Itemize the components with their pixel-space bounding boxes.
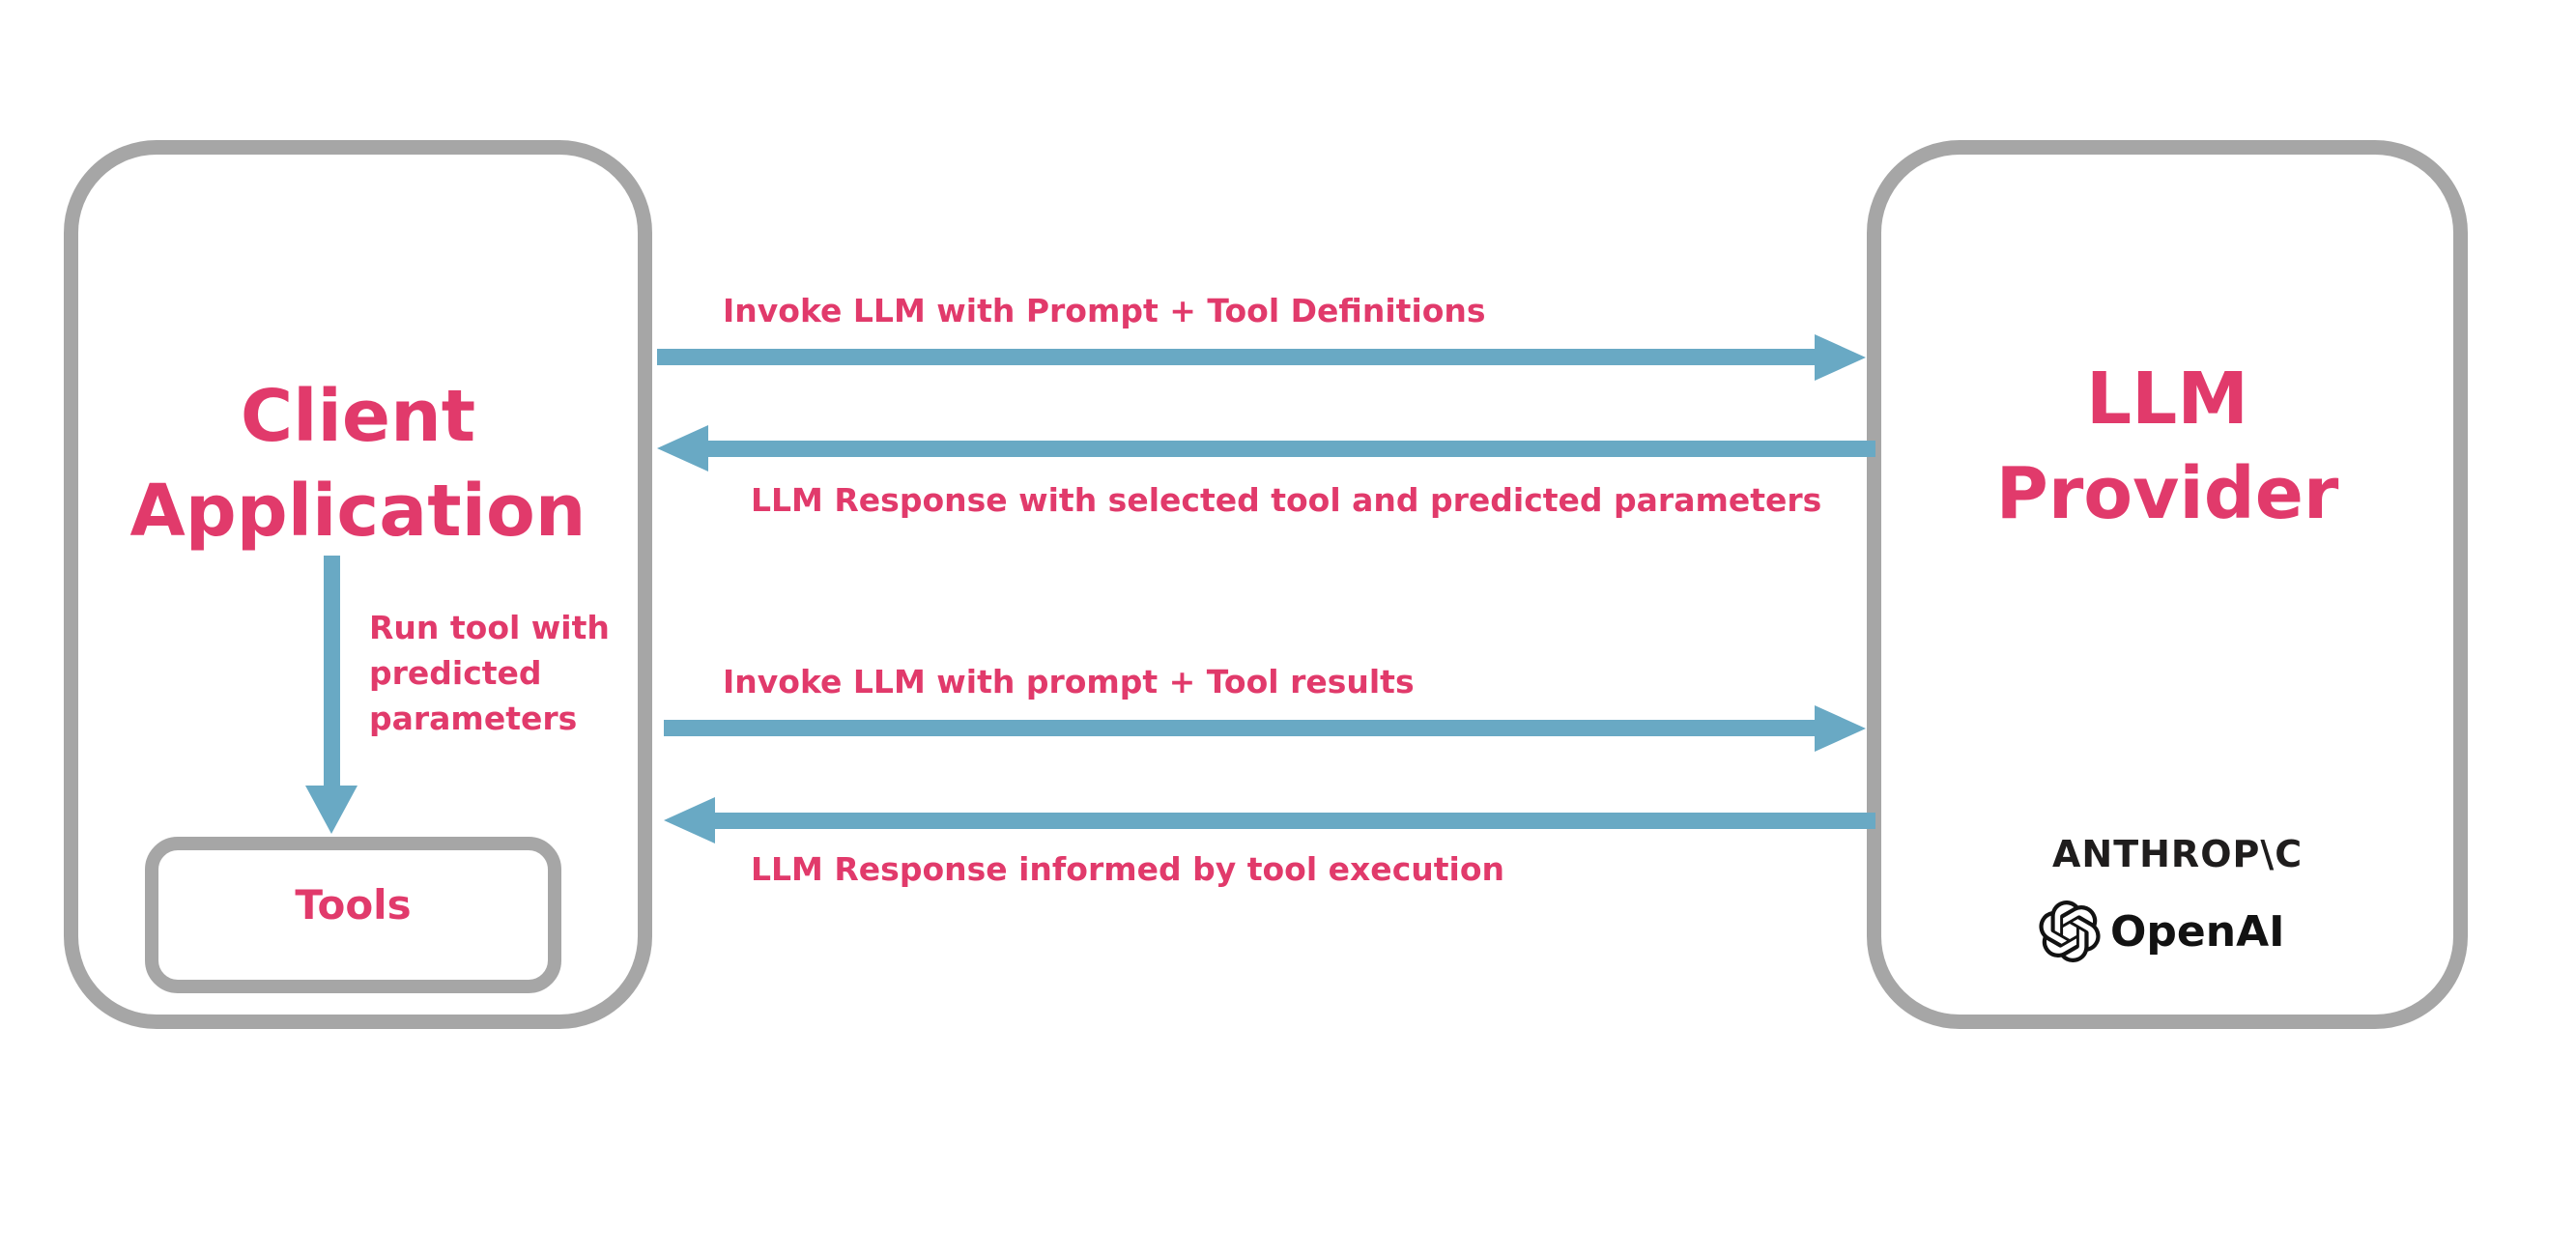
tools-box — [145, 837, 561, 993]
arrow-right-head-icon — [1815, 334, 1866, 381]
llm-provider-title: LLM Provider — [1995, 357, 2339, 535]
openai-logo-row: OpenAI — [2039, 901, 2285, 962]
anthropic-wordmark: ANTHROP\C — [2052, 833, 2304, 875]
arrow-response-informed-body — [714, 813, 1875, 829]
client-application-box — [64, 140, 652, 1029]
arrow-left-head-icon — [657, 425, 708, 472]
run-tool-label: Run tool with predicted parameters — [369, 609, 610, 737]
openai-wordmark: OpenAI — [2110, 906, 2285, 957]
arrow-left-head-icon — [664, 797, 715, 843]
arrow-label-response-informed: LLM Response informed by tool execution — [751, 850, 1504, 888]
run-tool-arrow-head-icon — [305, 786, 358, 834]
run-tool-arrow-shaft — [324, 556, 340, 787]
arrow-right-head-icon — [1815, 705, 1866, 752]
arrow-invoke-results-body — [664, 720, 1816, 736]
client-application-title: Client Application — [129, 375, 587, 553]
openai-logo-icon — [2039, 901, 2101, 962]
tools-label: Tools — [295, 881, 412, 929]
arrow-response-selected-tool-body — [707, 441, 1875, 457]
arrow-label-invoke-results: Invoke LLM with prompt + Tool results — [723, 663, 1415, 700]
arrow-label-invoke-definitions: Invoke LLM with Prompt + Tool Definition… — [723, 292, 1486, 329]
arrow-label-response-selected-tool: LLM Response with selected tool and pred… — [751, 481, 1822, 519]
arrow-invoke-definitions-body — [657, 349, 1816, 365]
llm-provider-box — [1867, 140, 2468, 1029]
